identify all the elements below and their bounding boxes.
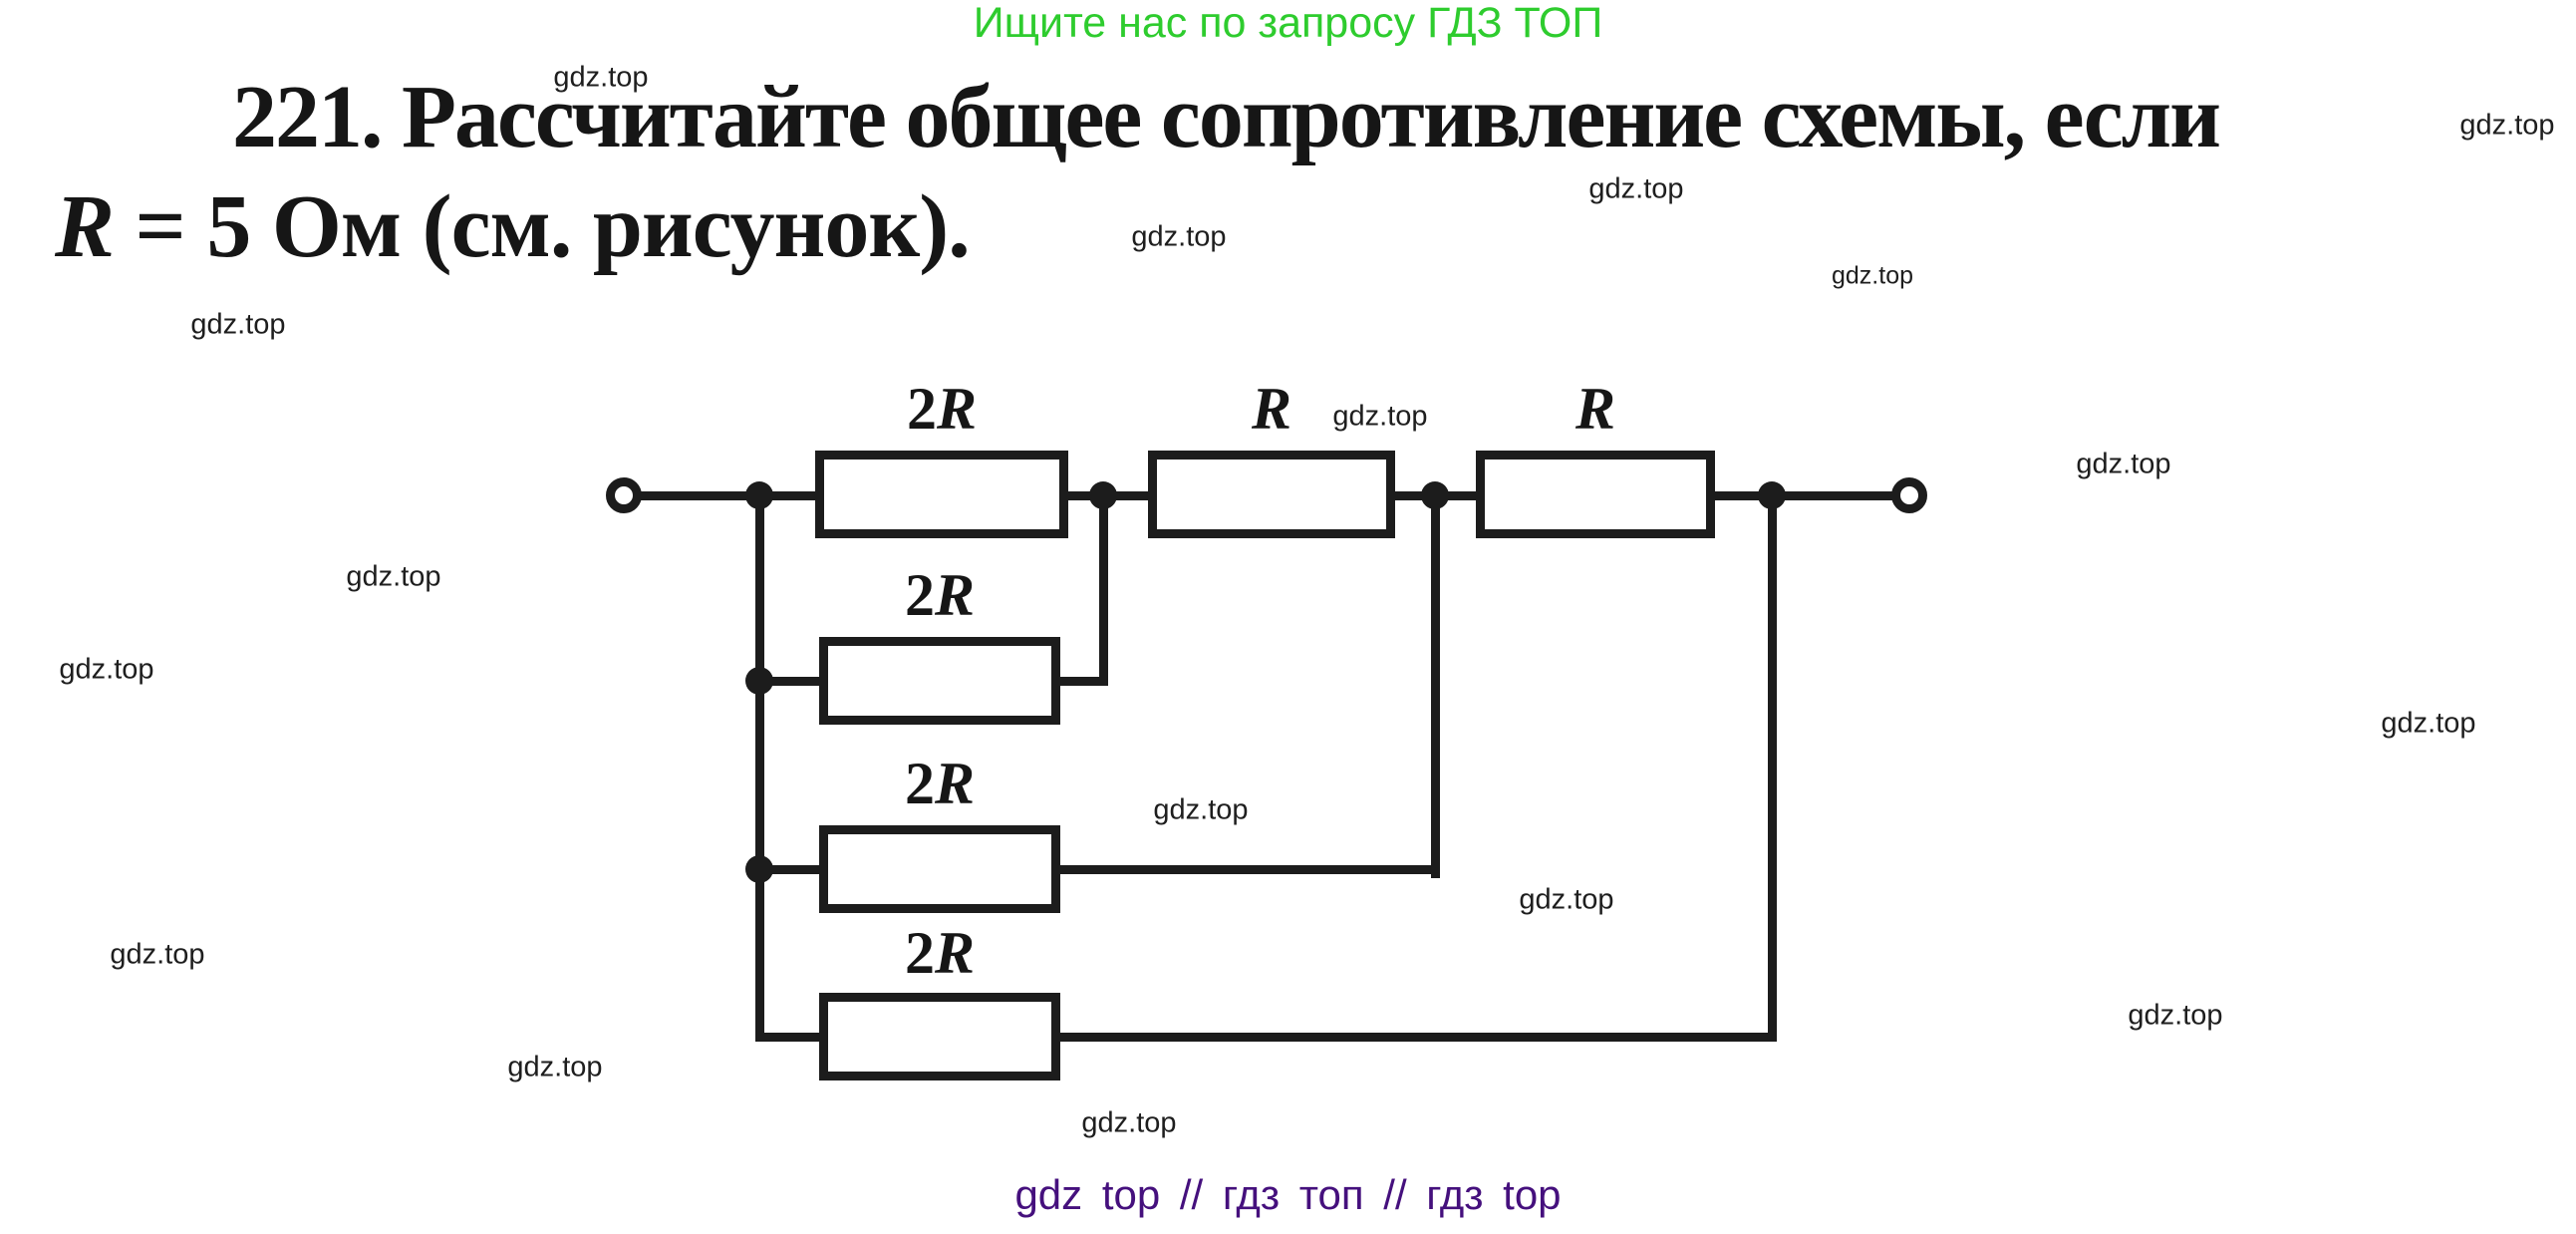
resistance-symbol: R (55, 177, 115, 276)
watermark-gdz-top: gdz.top (1131, 220, 1227, 253)
watermark-gdz-top: gdz.top (346, 560, 441, 593)
wire-riser-node-c (1431, 491, 1440, 878)
junction-node-b (1089, 481, 1117, 509)
problem-text-line2-rest: = 5 Ом (см. рисунок). (114, 177, 971, 276)
resistor-box-r-middle (1148, 451, 1395, 538)
watermark-gdz-top: gdz.top (2381, 707, 2476, 740)
resistor-box-2r-branch2 (819, 637, 1060, 725)
resistor-box-2r-branch3 (819, 825, 1060, 913)
promo-banner: Ищите нас по запросу ГДЗ ТОП (973, 0, 1603, 47)
watermark-gdz-top: gdz.top (2128, 999, 2223, 1032)
terminal-right (1891, 477, 1927, 513)
wire-riser-node-b (1099, 491, 1108, 685)
junction-node-a2 (745, 667, 773, 695)
terminal-left (606, 477, 642, 513)
watermark-gdz-top: gdz.top (110, 938, 205, 971)
wire-branch2-left (755, 677, 825, 686)
resistor-label-2r-branch3: 2R (904, 751, 976, 816)
wire-riser-node-d (1768, 491, 1777, 1042)
resistor-label-r-middle: R (1251, 376, 1292, 442)
problem-text-line1: 221. Рассчитайте общее сопротивление схе… (232, 68, 2221, 166)
watermark-gdz-top: gdz.top (59, 653, 154, 686)
footer-watermark-line: gdz top // гдз топ // гдз top (1014, 1171, 1562, 1218)
resistor-box-2r-top (815, 451, 1068, 538)
wire-branch2-right (1054, 677, 1108, 686)
resistor-label-2r-top: 2R (906, 376, 978, 442)
wire-branch4-left (755, 1033, 825, 1042)
resistor-box-r-right (1476, 451, 1715, 538)
wire-branch4-right (1054, 1033, 1777, 1042)
watermark-gdz-top: gdz.top (507, 1051, 603, 1083)
wire-branch3-right (1054, 865, 1440, 874)
resistor-label-2r-branch2: 2R (904, 562, 976, 628)
watermark-gdz-top: gdz.top (1519, 883, 1614, 916)
watermark-gdz-top: gdz.top (1081, 1106, 1177, 1139)
watermark-gdz-top: gdz.top (1332, 400, 1428, 433)
wire-branch3-left (755, 865, 825, 874)
resistor-label-r-right: R (1574, 376, 1616, 442)
watermark-gdz-top: gdz.top (2076, 448, 2171, 480)
junction-node-a3 (745, 855, 773, 883)
junction-node-c (1421, 481, 1449, 509)
junction-node-a (745, 481, 773, 509)
watermark-gdz-top: gdz.top (1588, 172, 1684, 205)
watermark-gdz-top: gdz.top (190, 308, 286, 341)
watermark-gdz-top: gdz.top (553, 61, 649, 94)
junction-node-d (1758, 481, 1786, 509)
wire-left-vertical (755, 491, 764, 1042)
resistor-label-2r-branch4: 2R (904, 920, 976, 986)
problem-text-line2: R = 5 Ом (см. рисунок). (55, 175, 971, 278)
watermark-gdz-top: gdz.top (1153, 793, 1249, 826)
watermark-gdz-top: gdz.top (2459, 109, 2555, 142)
resistor-box-2r-branch4 (819, 993, 1060, 1080)
watermark-gdz-top: gdz.top (1831, 261, 1914, 290)
